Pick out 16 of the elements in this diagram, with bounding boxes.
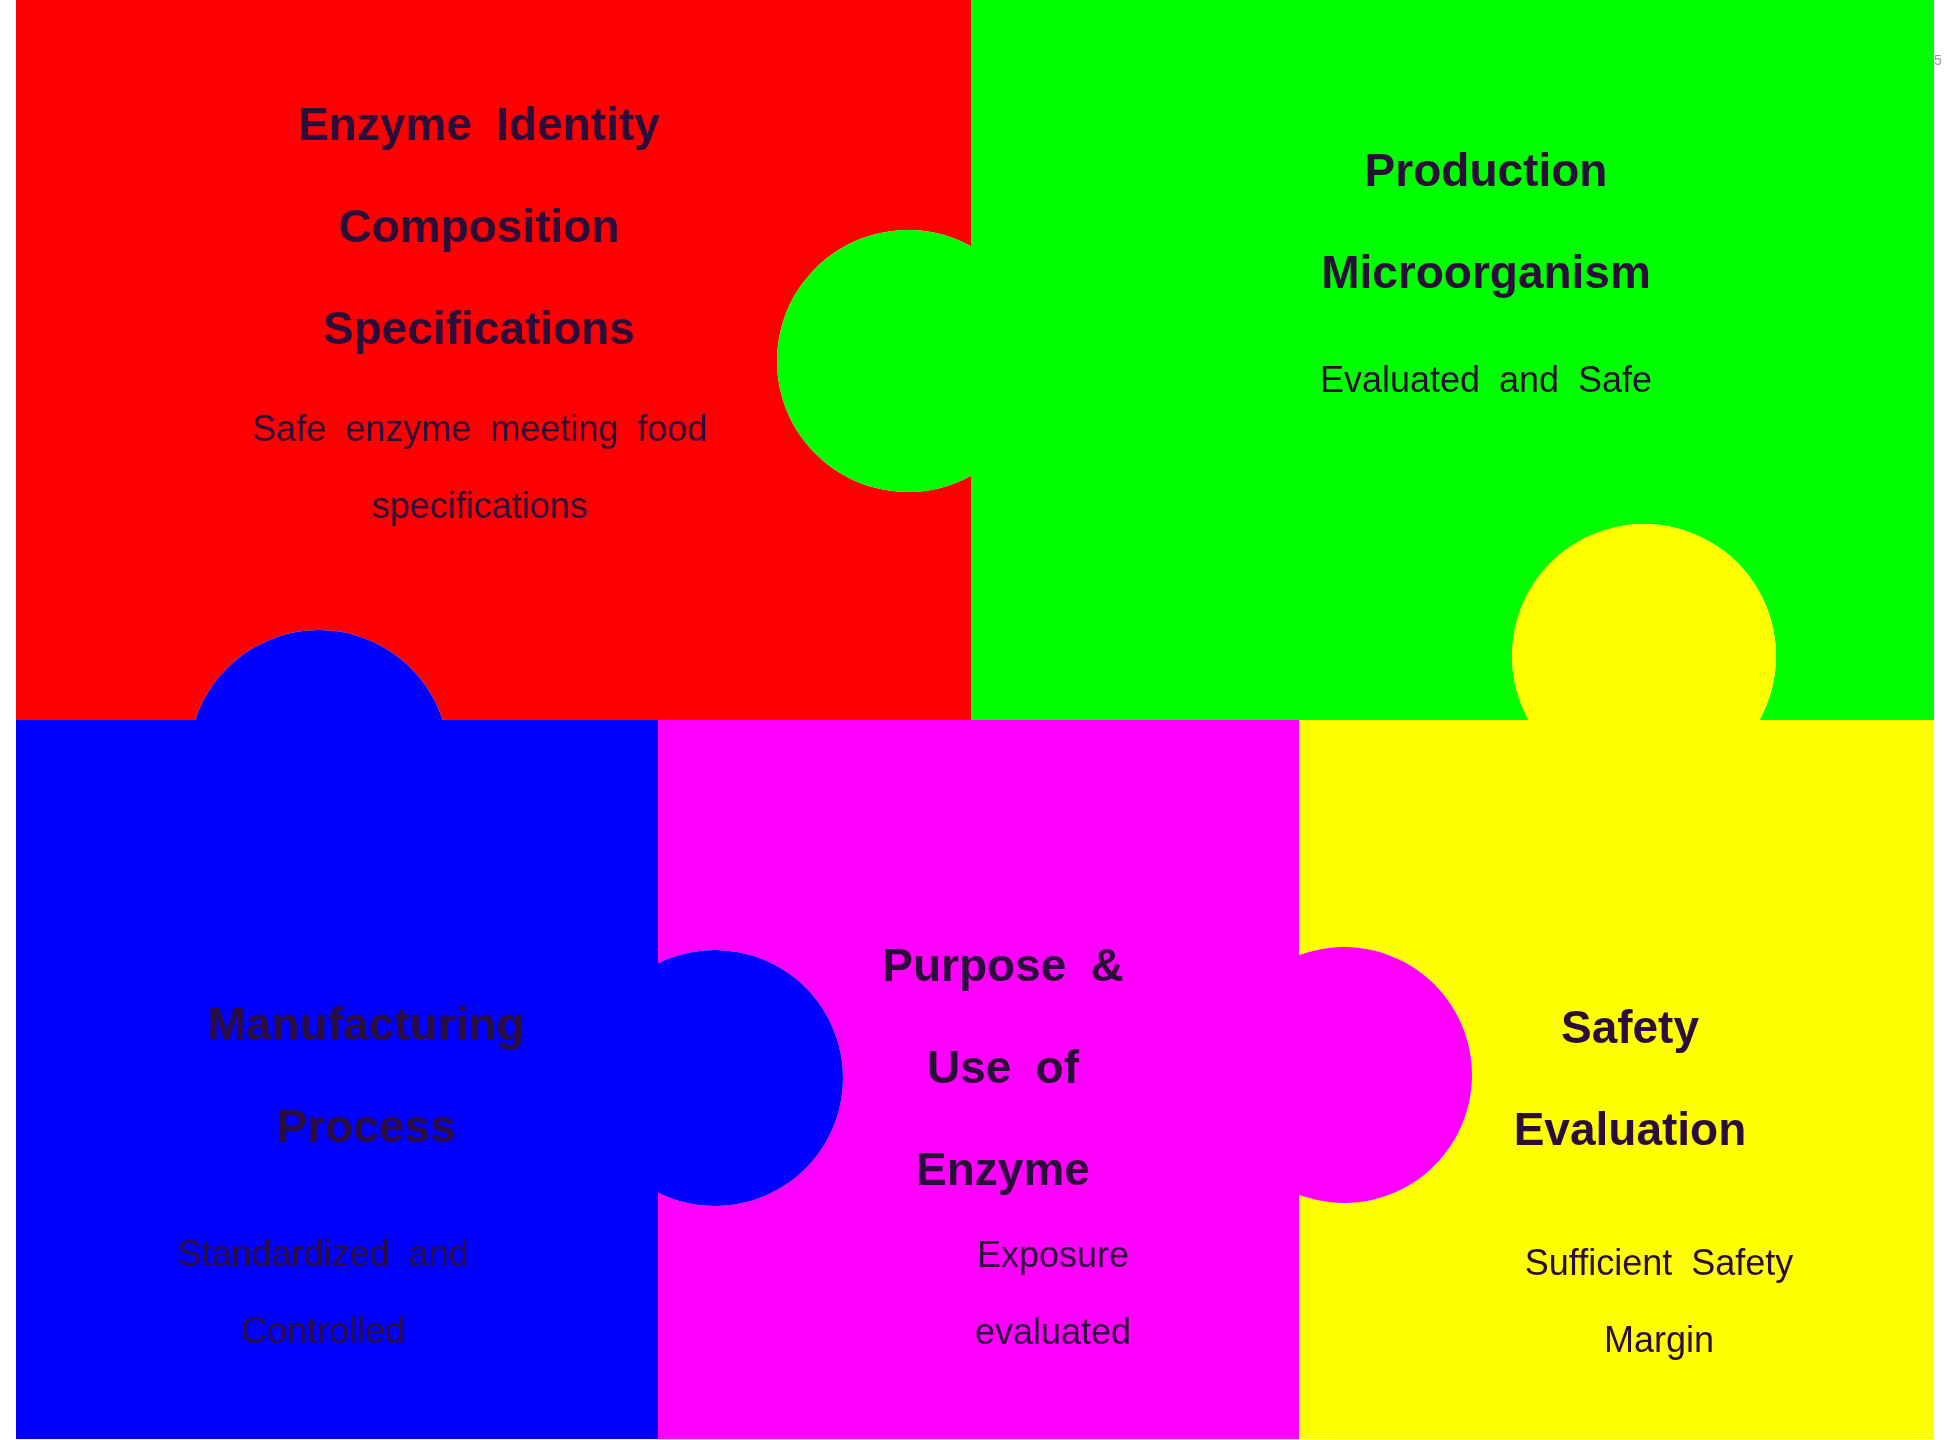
puzzle-piece: [16, 0, 971, 720]
piece-heading: Production Microorganism: [1320, 143, 1652, 300]
piece-description: Safe enzyme meeting food specifications: [251, 407, 709, 528]
piece-description: Evaluated and Safe: [1318, 358, 1654, 402]
piece-heading: Enzyme Identity Composition Specifications: [297, 97, 661, 356]
piece-heading: Purpose & Use of Enzyme: [881, 938, 1125, 1197]
piece-description: Standardized and Controlled: [176, 1232, 470, 1353]
puzzle-piece: [658, 720, 1472, 1439]
piece-description: Sufficient Safety Margin: [1523, 1241, 1795, 1362]
puzzle-piece: [777, 0, 1934, 720]
puzzle-piece: [16, 630, 843, 1439]
piece-description: Exposure evaluated: [973, 1233, 1133, 1354]
piece-heading: Manufacturing Process: [206, 997, 526, 1154]
puzzle-piece: [1299, 524, 1934, 1439]
piece-heading: Safety Evaluation: [1512, 1000, 1748, 1157]
page-number: 5: [1934, 52, 1942, 68]
